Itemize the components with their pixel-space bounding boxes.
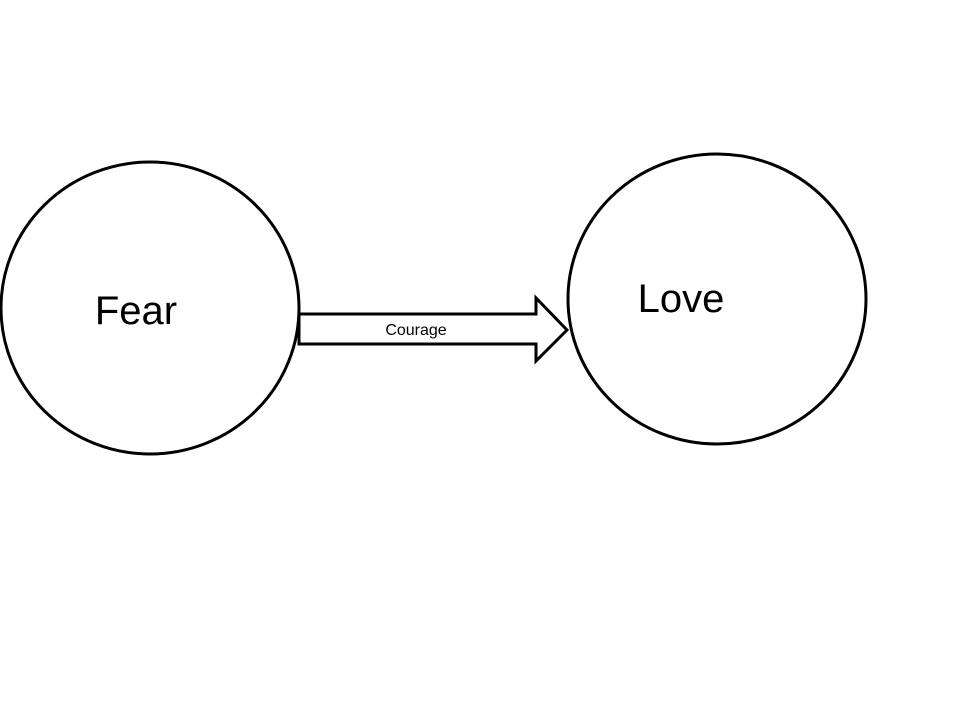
fear-node[interactable] (0, 160, 301, 456)
love-label: Love (638, 277, 725, 321)
love-node[interactable] (566, 152, 868, 446)
courage-arrow[interactable] (297, 294, 570, 365)
fear-label: Fear (95, 289, 177, 333)
courage-label: Courage (385, 322, 446, 339)
